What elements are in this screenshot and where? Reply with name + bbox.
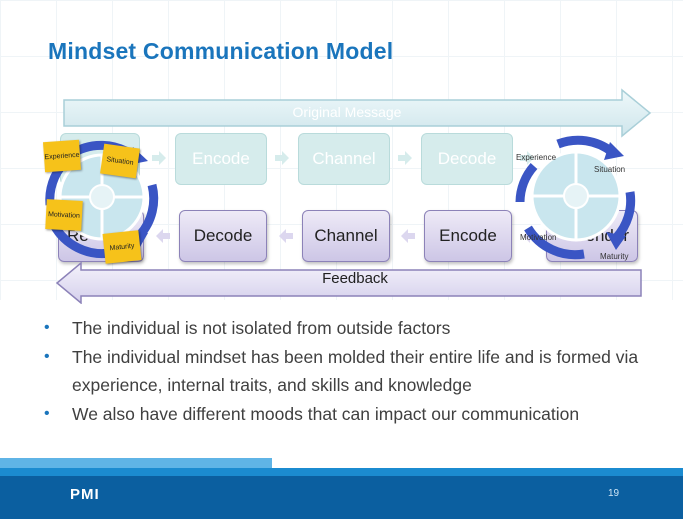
arrow-right-icon [398, 151, 412, 165]
bottom-channel-box: Channel [302, 210, 390, 262]
feedback-arrow [55, 262, 642, 304]
bullet-text: We also have different moods that can im… [72, 404, 580, 424]
top-encode-box: Encode [175, 133, 267, 185]
right-situation-label: Situation [594, 165, 626, 174]
right-experience-label: Experience [516, 153, 557, 162]
arrow-right-icon [275, 151, 289, 165]
maturity-note: Maturity [102, 230, 142, 264]
bullet-dot-icon: • [44, 405, 50, 422]
right-motivation-label: Motivation [520, 233, 557, 242]
top-decode-box: Decode [421, 133, 513, 185]
pmi-logo: PMI [70, 486, 100, 503]
bullet-text: The individual is not isolated from outs… [72, 318, 451, 338]
experience-note: Experience [42, 139, 82, 173]
arrow-right-icon [152, 151, 166, 165]
original-message-label: Original Message [292, 104, 402, 120]
right-mindset-wheel-icon [515, 135, 636, 260]
bullet-item: • The individual mindset has been molded… [38, 343, 658, 399]
top-channel-box: Channel [298, 133, 390, 185]
arrow-left-icon [279, 229, 293, 243]
bullet-list: • The individual is not isolated from ou… [38, 314, 658, 429]
bullet-item: • The individual is not isolated from ou… [38, 314, 658, 342]
arrow-left-icon [401, 229, 415, 243]
right-maturity-label: Maturity [600, 252, 629, 261]
situation-note: Situation [100, 143, 140, 179]
bullet-dot-icon: • [44, 348, 50, 365]
page-number: 19 [608, 488, 620, 499]
footer-accent-bar [0, 458, 272, 468]
slide-title: Mindset Communication Model [48, 38, 394, 64]
arrow-right-icon [520, 151, 534, 165]
original-message-arrow [63, 88, 652, 138]
bullet-dot-icon: • [44, 319, 50, 336]
arrow-left-icon [156, 229, 170, 243]
bullet-text: The individual mindset has been molded t… [72, 347, 639, 395]
footer [0, 476, 683, 519]
feedback-label: Feedback [322, 270, 388, 287]
bullet-item: • We also have different moods that can … [38, 400, 658, 428]
bottom-decode-box: Decode [179, 210, 267, 262]
footer-stripe [0, 468, 683, 476]
bottom-encode-box: Encode [424, 210, 512, 262]
motivation-note: Motivation [45, 199, 83, 231]
